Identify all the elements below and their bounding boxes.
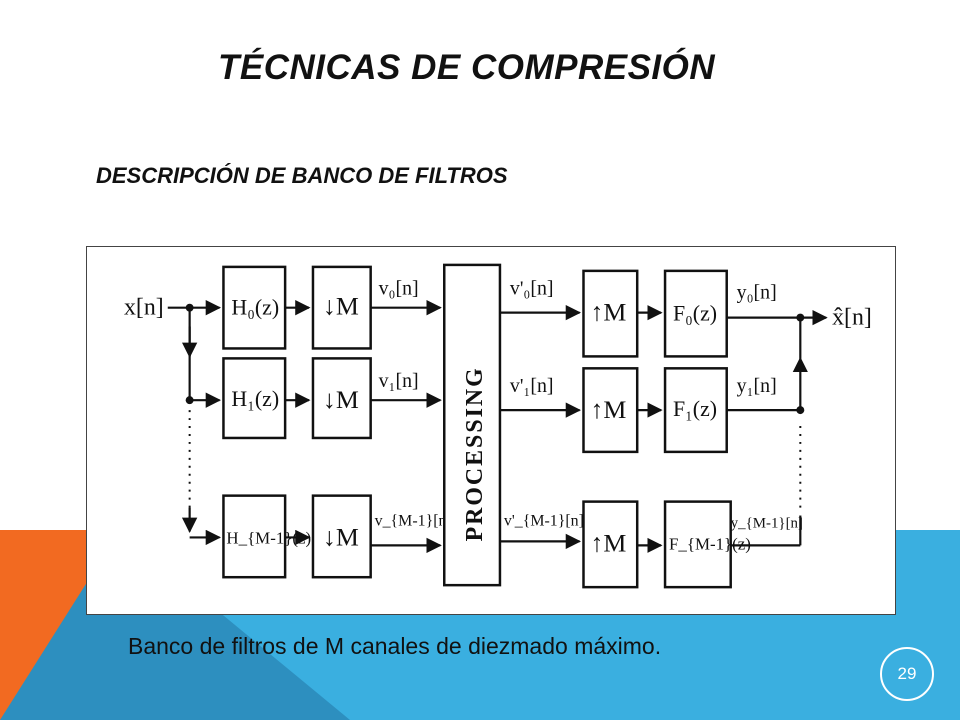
synthesis-filter-block bbox=[663, 500, 732, 589]
upsampler-label: ↑M bbox=[590, 298, 626, 327]
junction-dot bbox=[185, 303, 194, 312]
processing-label: PROCESSING bbox=[462, 366, 488, 541]
upsampler-block bbox=[582, 500, 639, 589]
output-label: x̂[n] bbox=[832, 305, 872, 331]
synthesis-filter-label: F₀(z) bbox=[673, 302, 717, 326]
filter-bank-figure: x[n] H₀(z) ↓M v₀[n] H₁(z) ↓M v₁[n] H_{M-… bbox=[86, 246, 896, 615]
dark-blue-wedge-shape bbox=[0, 530, 350, 720]
analysis-filter-block bbox=[222, 494, 287, 579]
synthesis-filter-block bbox=[663, 367, 728, 454]
figure-caption: Banco de filtros de M canales de diezmad… bbox=[128, 633, 662, 659]
downsampler-label: ↓M bbox=[323, 292, 359, 321]
synthesis-input-label: v'₀[n] bbox=[510, 278, 554, 300]
analysis-signal-label: v_{M-1}[n] bbox=[375, 512, 452, 529]
downsampler-label: ↓M bbox=[323, 522, 359, 551]
downsampler-block bbox=[311, 494, 372, 579]
analysis-filter-block bbox=[222, 357, 287, 440]
analysis-signal-label: v₁[n] bbox=[379, 370, 419, 392]
synthesis-output-label: y_{M-1}[n] bbox=[731, 515, 803, 531]
synthesis-filter-block bbox=[663, 269, 728, 358]
synthesis-input-label: v'_{M-1}[n] bbox=[504, 512, 584, 529]
filter-bank-diagram: x[n] H₀(z) ↓M v₀[n] H₁(z) ↓M v₁[n] H_{M-… bbox=[124, 263, 872, 589]
upsampler-block bbox=[582, 269, 639, 358]
junction-dot bbox=[796, 313, 805, 322]
analysis-signal-label: v₀[n] bbox=[379, 278, 419, 300]
synthesis-filter-label: F₁(z) bbox=[673, 397, 717, 421]
synthesis-filter-label: F_{M-1}(z) bbox=[669, 534, 751, 553]
page-number-badge: 29 bbox=[880, 647, 934, 701]
analysis-filter-label: H₀(z) bbox=[231, 296, 279, 320]
slide-subtitle: DESCRIPCIÓN DE BANCO DE FILTROS bbox=[96, 163, 508, 188]
synthesis-output-label: y₁[n] bbox=[737, 375, 777, 397]
processing-block bbox=[443, 263, 502, 587]
downsampler-block bbox=[311, 357, 372, 440]
analysis-filter-label: H₁(z) bbox=[231, 387, 279, 411]
slide-title: TÉCNICAS DE COMPRESIÓN bbox=[218, 48, 716, 87]
synthesis-input-label: v'₁[n] bbox=[510, 375, 554, 397]
analysis-filter-label: H_{M-1}(z) bbox=[226, 528, 311, 547]
downsampler-label: ↓M bbox=[323, 385, 359, 414]
downsampler-block bbox=[311, 265, 372, 350]
upsampler-label: ↑M bbox=[590, 528, 626, 557]
input-label: x[n] bbox=[124, 295, 164, 321]
synthesis-output-label: y₀[n] bbox=[737, 282, 777, 304]
upsampler-label: ↑M bbox=[590, 395, 626, 424]
